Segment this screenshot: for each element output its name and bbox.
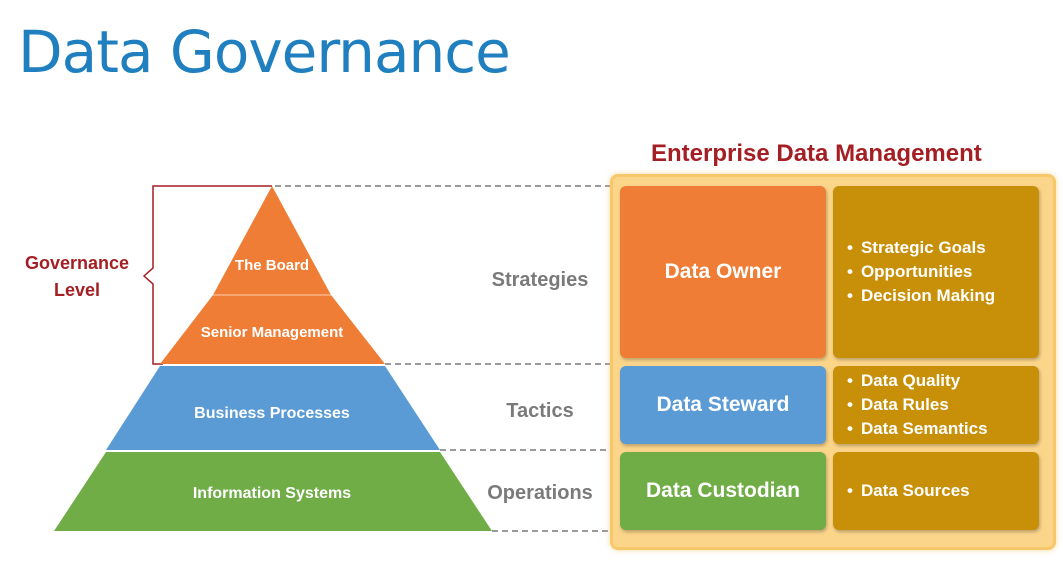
data-owner-box: Data Owner <box>620 186 826 358</box>
governance-level-line2: Level <box>53 280 101 300</box>
data-owner-list: Strategic Goals Opportunities Decision M… <box>833 236 995 308</box>
list-item: Data Semantics <box>847 417 988 441</box>
pyramid-tier-business <box>106 366 440 450</box>
tier-label-board: The Board <box>235 257 309 274</box>
data-steward-details: Data Quality Data Rules Data Semantics <box>833 366 1039 444</box>
page-title: Data Governance <box>18 18 511 86</box>
level-strategies: Strategies <box>491 269 589 291</box>
list-item: Data Quality <box>847 369 988 393</box>
tier-label-business: Business Processes <box>194 405 350 422</box>
governance-level-label: Governance Level <box>22 250 132 304</box>
list-item: Opportunities <box>847 260 995 284</box>
data-custodian-list: Data Sources <box>833 479 970 503</box>
tier-label-information: Information Systems <box>193 485 351 502</box>
data-steward-list: Data Quality Data Rules Data Semantics <box>833 369 988 441</box>
pyramid-tier-information <box>54 452 492 531</box>
data-owner-details: Strategic Goals Opportunities Decision M… <box>833 186 1039 358</box>
list-item: Strategic Goals <box>847 236 995 260</box>
data-steward-box: Data Steward <box>620 366 826 444</box>
list-item: Data Sources <box>847 479 970 503</box>
governance-bracket <box>142 185 272 365</box>
pyramid-tier-board <box>213 186 331 295</box>
level-tactics: Tactics <box>506 400 574 422</box>
level-operations: Operations <box>487 482 593 504</box>
pyramid-tier-senior <box>160 295 385 364</box>
edm-title: Enterprise Data Management <box>651 140 982 167</box>
list-item: Data Rules <box>847 393 988 417</box>
data-custodian-box: Data Custodian <box>620 452 826 530</box>
governance-level-line1: Governance <box>24 253 130 273</box>
list-item: Decision Making <box>847 284 995 308</box>
tier-label-senior: Senior Management <box>201 324 344 341</box>
data-custodian-details: Data Sources <box>833 452 1039 530</box>
